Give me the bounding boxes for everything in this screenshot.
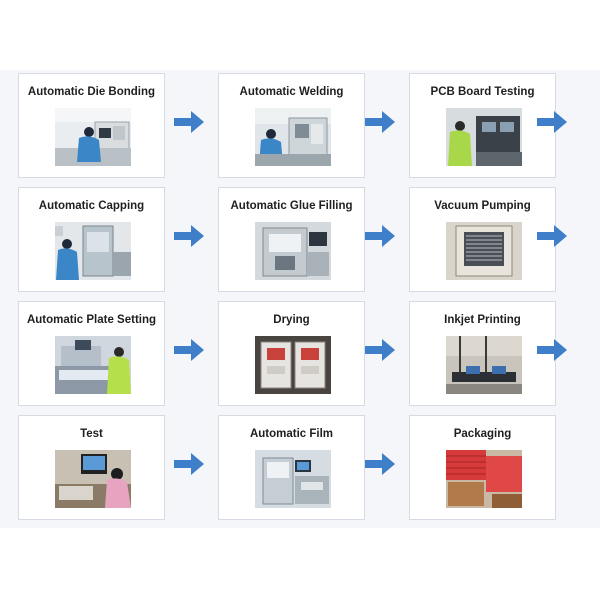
step-inkjet-printing: Inkjet Printing [409,301,556,406]
step-title: Drying [273,314,310,326]
step-title: Packaging [453,428,512,440]
step-automatic-glue-filling: Automatic Glue Filling [218,187,365,292]
step-photo-glue-filling [255,222,331,280]
step-photo-capping [55,222,131,280]
step-title: PCB Board Testing [430,86,535,98]
step-photo-vacuum-pumping [446,222,522,280]
step-test: Test [18,415,165,520]
step-vacuum-pumping: Vacuum Pumping [409,187,556,292]
step-title: Automatic Glue Filling [230,200,353,212]
step-photo-plate-setting [55,336,131,394]
arrow-right-icon [174,225,204,247]
arrow-right-icon [174,453,204,475]
step-photo-drying [255,336,331,394]
arrow-right-icon [537,339,567,361]
arrow-right-icon [365,111,395,133]
arrow-right-icon [365,453,395,475]
arrow-right-icon [174,339,204,361]
step-title: Automatic Die Bonding [27,86,156,98]
step-title: Automatic Capping [38,200,145,212]
step-photo-pcb-testing [446,108,522,166]
step-title: Automatic Plate Setting [26,314,157,326]
step-automatic-welding: Automatic Welding [218,73,365,178]
step-automatic-plate-setting: Automatic Plate Setting [18,301,165,406]
step-title: Test [80,428,103,440]
step-title: Automatic Welding [239,86,344,98]
step-drying: Drying [218,301,365,406]
step-title: Inkjet Printing [444,314,521,326]
arrow-right-icon [365,339,395,361]
step-photo-packaging [446,450,522,508]
step-photo-inkjet-printing [446,336,522,394]
step-automatic-die-bonding: Automatic Die Bonding [18,73,165,178]
arrow-right-icon [537,225,567,247]
step-photo-automatic-film [255,450,331,508]
step-automatic-capping: Automatic Capping [18,187,165,292]
step-photo-test [55,450,131,508]
arrow-right-icon [365,225,395,247]
arrow-right-icon [537,111,567,133]
arrow-right-icon [174,111,204,133]
step-pcb-board-testing: PCB Board Testing [409,73,556,178]
step-photo-die-bonding [55,108,131,166]
step-photo-welding [255,108,331,166]
step-title: Vacuum Pumping [434,200,531,212]
step-packaging: Packaging [409,415,556,520]
step-automatic-film: Automatic Film [218,415,365,520]
process-flow-panel: Automatic Die Bonding Automatic Welding [0,70,600,528]
step-title: Automatic Film [249,428,334,440]
